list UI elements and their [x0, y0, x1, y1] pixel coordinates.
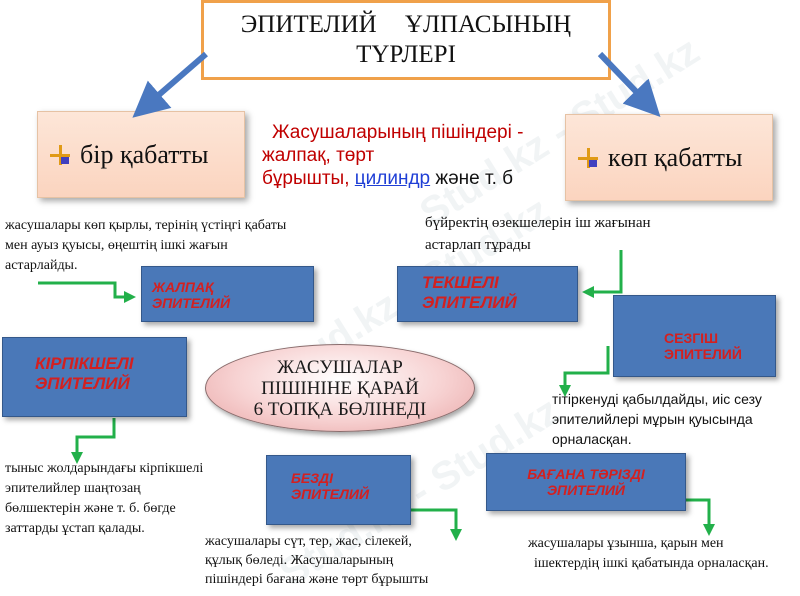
arrow-columnar	[686, 498, 715, 536]
cubic-description: бүйректің өзекшелерін іш жағынан астарла…	[425, 212, 745, 256]
oval-line-3: 6 ТОПҚА БӨЛІНЕДІ	[253, 398, 427, 420]
note-line-3-start: бұрышты,	[262, 168, 355, 189]
title-line-2: ТҮРЛЕРІ	[356, 41, 456, 68]
arrow-cubic	[582, 250, 623, 298]
ciliated-description-line-4: заттарды ұстап қалады.	[5, 521, 145, 536]
cubic-epithelium-line-2: ЭПИТЕЛИЙ	[422, 293, 517, 312]
arrow-flat	[38, 281, 136, 303]
glandular-epithelium-line-1: БЕЗДІ	[291, 470, 334, 486]
note-line-3-end: және т. б	[430, 168, 514, 189]
glandular-description: жасушалары сүт, тер, жас, сілекей, құлық…	[205, 532, 475, 589]
ciliated-epithelium-box: КІРПІКШЕЛІ ЭПИТЕЛИЙ	[2, 337, 187, 417]
flat-epithelium-line-1: ЖАЛПАҚ	[152, 279, 214, 295]
ciliated-epithelium-line-1: КІРПІКШЕЛІ	[35, 354, 134, 373]
columnar-description-line-1: жасушалары ұзынша, қарын мен	[528, 536, 724, 551]
center-oval: ЖАСУШАЛАР ПІШІНІНЕ ҚАРАЙ 6 ТОПҚА БӨЛІНЕД…	[205, 344, 475, 432]
glandular-description-line-3: пішіндері бағана және төрт бұрышты	[205, 572, 429, 587]
title-line-1: ЭПИТЕЛИЙ ҰЛПАСЫНЫҢ	[240, 11, 572, 38]
sensory-epithelium-line-2: ЭПИТЕЛИЙ	[664, 346, 742, 362]
sensory-description-line-3: орналасқан.	[552, 431, 632, 447]
sensory-description-line-1: тітіркенуді қабылдайды, иіс сезу	[552, 391, 762, 407]
flat-description: жасушалары көп қырлы, терінің үстіңгі қа…	[5, 216, 345, 276]
arrow-ciliated	[71, 418, 116, 464]
columnar-epithelium-line-2: ЭПИТЕЛИЙ	[546, 482, 626, 498]
arrow-glandular	[411, 508, 462, 541]
single-layer-label: бір қабатты	[80, 139, 209, 169]
ciliated-description-line-3: бөлшектерін және т. б. бөгде	[5, 501, 176, 516]
oval-line-2: ПІШІНІНЕ ҚАРАЙ	[261, 377, 419, 399]
cell-shapes-note: Жасушаларының пішіндері - жалпақ, төрт б…	[262, 121, 562, 190]
flat-description-line-3: астарлайды.	[5, 258, 78, 273]
diagram-title: ЭПИТЕЛИЙ ҰЛПАСЫНЫҢ ТҮРЛЕРІ	[201, 0, 611, 80]
bullet-icon	[576, 146, 600, 170]
arrow-sensory	[559, 346, 610, 397]
arrow-to-multi-layer	[597, 51, 661, 117]
ciliated-description-line-1: тыныс жолдарындағы кірпікшелі	[5, 461, 204, 476]
cubic-epithelium-line-1: ТЕКШЕЛІ	[422, 273, 499, 292]
columnar-epithelium-box: БАҒАНА ТӘРІЗДІ ЭПИТЕЛИЙ	[486, 453, 686, 511]
sensory-description-line-2: эпителийлері мұрын қуысында	[552, 411, 753, 427]
columnar-description-line-2: ішектердің ішкі қабатында орналасқан.	[534, 556, 769, 571]
multi-layer-box: көп қабатты	[565, 114, 773, 201]
flat-description-line-1: жасушалары көп қырлы, терінің үстіңгі қа…	[5, 218, 287, 233]
glandular-epithelium-line-2: ЭПИТЕЛИЙ	[291, 486, 370, 502]
glandular-description-line-1: жасушалары сүт, тер, жас, сілекей,	[205, 534, 412, 549]
arrow-to-single-layer	[132, 51, 208, 118]
flat-description-line-2: мен ауыз қуысы, өңештің ішкі жағын	[5, 238, 228, 253]
glandular-description-line-2: құлық бөледі. Жасушаларының	[205, 553, 394, 568]
glandular-epithelium-box: БЕЗДІ ЭПИТЕЛИЙ	[266, 455, 411, 525]
note-line-3: бұрышты, цилиндр және т. б	[262, 167, 562, 190]
sensory-description: тітіркенуді қабылдайды, иіс сезу эпители…	[552, 389, 797, 449]
sensory-epithelium-line-1: СЕЗГІШ	[664, 330, 719, 346]
cubic-description-line-1: бүйректің өзекшелерін іш жағынан	[425, 215, 651, 231]
ciliated-epithelium-line-2: ЭПИТЕЛИЙ	[35, 374, 130, 393]
columnar-description: жасушалары ұзынша, қарын мен ішектердің …	[528, 534, 800, 574]
bullet-icon	[48, 143, 72, 167]
oval-line-1: ЖАСУШАЛАР	[277, 356, 403, 378]
multi-layer-label: көп қабатты	[608, 142, 743, 172]
note-line-1: Жасушаларының пішіндері -	[272, 122, 524, 143]
cylinder-link[interactable]: цилиндр	[354, 168, 431, 189]
columnar-epithelium-line-1: БАҒАНА ТӘРІЗДІ	[527, 466, 645, 482]
ciliated-description: тыныс жолдарындағы кірпікшелі эпителийле…	[5, 459, 250, 539]
flat-epithelium-line-2: ЭПИТЕЛИЙ	[152, 295, 231, 311]
ciliated-description-line-2: эпителийлер шаңтозаң	[5, 481, 141, 496]
flat-epithelium-box: ЖАЛПАҚ ЭПИТЕЛИЙ	[141, 266, 314, 322]
cubic-description-line-2: астарлап тұрады	[425, 237, 531, 253]
note-line-2: жалпақ, төрт	[262, 145, 375, 166]
cubic-epithelium-box: ТЕКШЕЛІ ЭПИТЕЛИЙ	[397, 266, 578, 322]
sensory-epithelium-box: СЕЗГІШ ЭПИТЕЛИЙ	[613, 295, 776, 377]
